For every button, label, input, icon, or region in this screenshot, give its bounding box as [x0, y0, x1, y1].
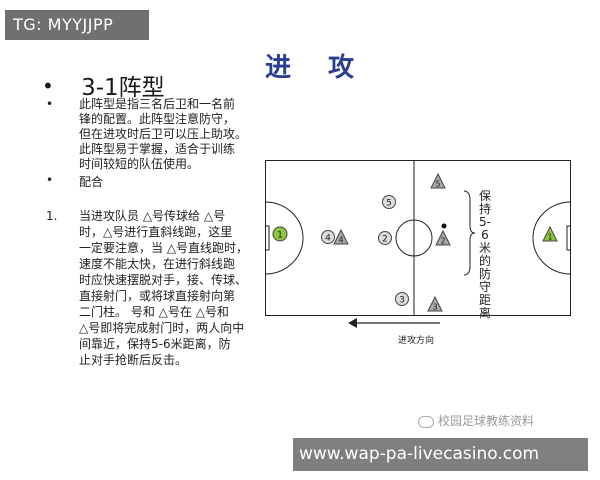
player-number: 5 — [386, 199, 392, 209]
left-goal — [265, 225, 270, 251]
cooperation-label: 配合 — [79, 175, 104, 189]
bullet-dot: • — [46, 97, 54, 111]
description-line: 此阵型是指三名后卫和一名前 — [79, 97, 236, 111]
wechat-icon — [418, 415, 434, 428]
step-line: 时，△号进行直斜线跑，这里 — [79, 225, 233, 239]
footer-url-banner: www.wap-pa-livecasino.com — [293, 438, 588, 471]
slide-title: 进 攻 — [265, 53, 369, 83]
formation-heading: 3-1阵型 — [81, 75, 165, 101]
distance-brace — [463, 190, 476, 276]
pitch-boundary — [265, 160, 571, 316]
step-line: 速度不能太快，在进行斜线跑 — [79, 257, 236, 271]
futsal-pitch-diagram: 1 4 2 5 3 4 2 5 3 1 — [265, 160, 571, 316]
player-number: 5 — [435, 180, 440, 189]
right-penalty-area — [532, 201, 571, 275]
player-triangle-1: 1 — [542, 225, 558, 242]
step-line: 间靠近，保持5-6米距离，防 — [79, 337, 231, 351]
player-circle-1: 1 — [272, 226, 288, 242]
description-line: 此阵型易于掌握，适合于训练 — [79, 142, 236, 156]
player-number: 2 — [440, 237, 445, 246]
player-number: 4 — [325, 234, 331, 244]
player-circle-2: 2 — [378, 231, 392, 245]
description-line: 但在进攻时后卫可以压上助攻。 — [79, 127, 248, 141]
step-1: 1. 当进攻队员 △号传球给 △号 时，△号进行直斜线跑，这里 一定要注意，当 … — [46, 208, 286, 368]
player-number: 1 — [277, 231, 283, 241]
player-circle-4: 4 — [321, 230, 335, 244]
formation-description: • 此阵型是指三名后卫和一名前 锋的配置。此阵型注意防守， 但在进攻时后卫可以压… — [46, 97, 276, 172]
player-number: 2 — [382, 235, 388, 245]
attack-direction-arrow — [348, 318, 440, 328]
step-line: 直接射门，或将球直接射向第 — [79, 289, 236, 303]
player-number: 3 — [432, 303, 437, 312]
defense-distance-label: 保持5-6米的防守距离 — [478, 189, 491, 320]
attack-direction-label: 进攻方向 — [398, 336, 435, 346]
player-number: 1 — [547, 233, 552, 242]
main-bullet: • 3-1阵型 — [42, 68, 165, 102]
player-triangle-5: 5 — [430, 172, 446, 189]
cooperation-bullet: • 配合 — [46, 173, 103, 190]
player-triangle-3: 3 — [427, 295, 443, 312]
channel-tag: TG: MYYJJPP — [5, 10, 149, 40]
step-line: 止对手抢断后反击。 — [79, 353, 188, 367]
step-line: 二门柱。 号和 △号在 △号和 — [79, 305, 229, 319]
description-line: 锋的配置。此阵型注意防守， — [79, 112, 236, 126]
bullet-dot: • — [46, 173, 54, 187]
right-goal — [566, 225, 571, 251]
step-line: 当进攻队员 △号传球给 △号 — [79, 209, 226, 223]
step-line: △号即将完成射门时，两人向中 — [79, 321, 245, 335]
description-line: 时间较短的队伍使用。 — [79, 157, 200, 171]
player-number: 3 — [399, 296, 405, 306]
step-line: 时应快速摆脱对手，接、传球、 — [79, 273, 248, 287]
player-circle-5: 5 — [382, 195, 396, 209]
player-circle-3: 3 — [395, 292, 409, 306]
watermark: 校园足球教练资料 — [418, 412, 534, 429]
step-number: 1. — [46, 209, 58, 223]
player-number: 4 — [338, 236, 343, 245]
bullet-dot: • — [42, 74, 54, 98]
center-circle — [395, 219, 433, 257]
watermark-text: 校园足球教练资料 — [438, 414, 535, 428]
player-triangle-2: 2 — [435, 229, 451, 246]
left-penalty-area — [265, 201, 304, 275]
player-triangle-4: 4 — [333, 228, 349, 245]
ball — [441, 223, 447, 229]
step-line: 一定要注意，当 △号直线跑时， — [79, 241, 249, 255]
